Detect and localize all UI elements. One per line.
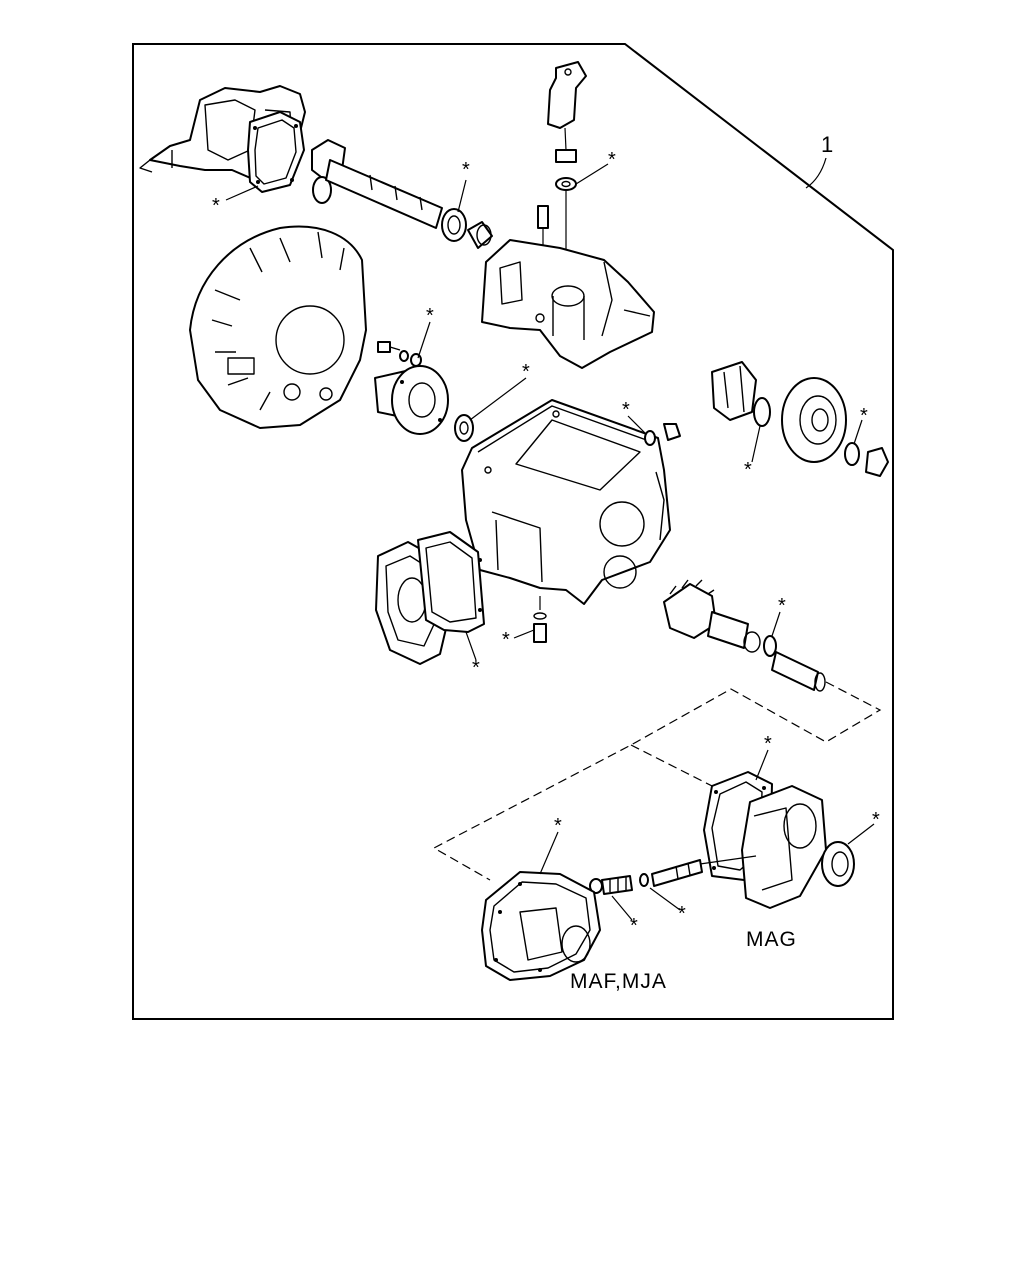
mark-snap-ring: *: [860, 405, 868, 427]
variant-dash-mag: [630, 744, 721, 791]
retainer-bolt: [377, 341, 401, 353]
mark-drain-washer: *: [502, 629, 510, 651]
retainer-washers: [399, 350, 422, 367]
mark-extension-gasket: *: [212, 195, 220, 217]
speedometer-oring: [639, 873, 649, 887]
maf-housing: [481, 871, 601, 981]
callout-1: 1: [821, 132, 833, 157]
shift-bracket: [547, 61, 587, 151]
mark-bearing-oring: *: [744, 459, 752, 481]
shaft-seal: [441, 208, 467, 242]
bearing-snap-ring: [844, 442, 860, 466]
variant-dash-connector: [432, 681, 882, 881]
input-seal: [454, 414, 474, 442]
drain-plug: [533, 596, 547, 643]
speedometer-leader: [699, 855, 757, 865]
filler-plug: [644, 423, 681, 446]
mark-filler-washer: *: [622, 399, 630, 421]
mark-sleeve: *: [630, 915, 638, 937]
mark-mag-gasket: *: [764, 733, 772, 755]
mark-leaders: [225, 163, 875, 921]
transmission-case: [461, 399, 671, 605]
ball-bearing: [781, 377, 847, 463]
counter-shaft: [771, 651, 826, 692]
bearing-cap: [711, 361, 757, 421]
mag-oil-seal: [821, 841, 855, 887]
speedometer-sleeve: [589, 875, 633, 895]
bracket-bushing: [555, 149, 577, 163]
bearing-retainer: [374, 365, 449, 435]
bearing-nut: [865, 447, 889, 477]
bearing-oring: [753, 397, 771, 427]
extension-gasket: [247, 111, 305, 193]
mark-mag-seal: *: [872, 809, 880, 831]
counter-gear: [663, 579, 761, 653]
counter-oring: [763, 635, 777, 657]
mag-housing: [741, 785, 827, 909]
variant-label-maf-mja: MAF,MJA: [570, 970, 667, 993]
shaft-bushing: [467, 221, 493, 249]
side-cover-gasket: [417, 531, 485, 633]
mark-shaft-seal: *: [462, 159, 470, 181]
breather-bolt: [537, 205, 549, 250]
bell-housing: [189, 225, 367, 429]
variant-label-mag: MAG: [746, 928, 797, 951]
mark-speedo-oring: *: [678, 903, 686, 925]
mark-input-seal: *: [522, 361, 530, 383]
mark-bracket-washer: *: [608, 149, 616, 171]
mark-counter-oring: *: [778, 595, 786, 617]
callout-1-leader: [805, 157, 827, 189]
diagram-frame: [132, 43, 894, 1020]
mark-side-gasket: *: [472, 657, 480, 679]
shift-shaft: [311, 139, 443, 229]
mark-retainer-washer: *: [426, 305, 434, 327]
mark-maf-gasket: *: [554, 815, 562, 837]
shift-housing: [481, 239, 655, 369]
speedometer-driven-gear: [651, 859, 703, 887]
